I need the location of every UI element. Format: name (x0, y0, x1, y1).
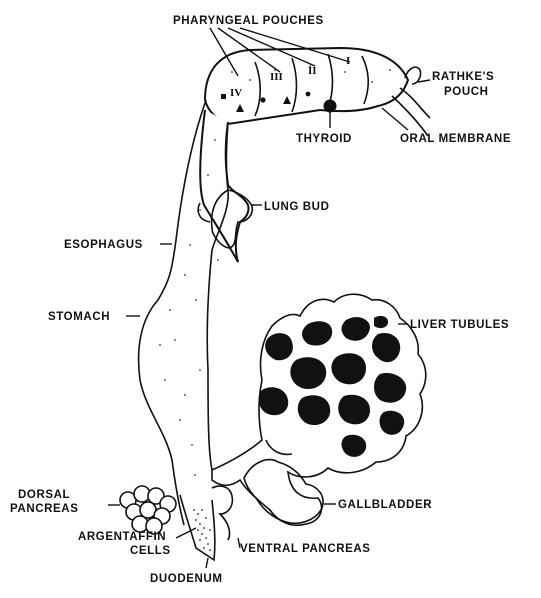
pouch-square-marker (221, 94, 226, 99)
pouch-dot-marker (260, 97, 265, 102)
label-argentaffin-2: CELLS (130, 545, 171, 557)
thyroid-shape (324, 100, 337, 113)
label-rathkes-pouch-1: RATHKE'S (432, 71, 494, 83)
pouch-numeral-iii: III (270, 71, 283, 83)
oral-membrane-line (392, 96, 428, 136)
label-argentaffin-1: ARGENTAFFIN (78, 531, 166, 543)
pouch-numeral-i: I (346, 55, 350, 67)
label-liver-tubules: LIVER TUBULES (410, 319, 509, 331)
label-thyroid: THYROID (296, 133, 352, 145)
label-pharyngeal-pouches: PHARYNGEAL POUCHES (173, 15, 324, 27)
label-ventral-pancreas: VENTRAL PANCREAS (240, 543, 371, 555)
label-lung-bud: LUNG BUD (264, 201, 330, 213)
pouch-dot-marker (306, 92, 311, 97)
label-duodenum: DUODENUM (150, 573, 223, 585)
pouch-numeral-iv: IV (230, 87, 242, 99)
gallbladder-shape (244, 460, 323, 524)
gut-tube-outline (205, 48, 408, 124)
label-oral-membrane: ORAL MEMBRANE (400, 133, 511, 145)
label-rathkes-pouch-2: POUCH (444, 86, 489, 98)
label-dorsal-pancreas-1: DORSAL (18, 489, 70, 501)
label-esophagus: ESOPHAGUS (64, 239, 143, 251)
liver-tubules (259, 316, 407, 457)
label-gallbladder: GALLBLADDER (338, 499, 432, 511)
gallbladder-duct (266, 440, 292, 454)
label-stomach: STOMACH (48, 311, 110, 323)
label-dorsal-pancreas-2: PANCREAS (10, 503, 78, 515)
stomodeum-line (400, 88, 430, 118)
dorsal-pancreas-cluster (120, 486, 176, 534)
esophagus-stomach-outline (200, 110, 248, 262)
pouch-numeral-ii: II (308, 65, 317, 77)
left-gut-wall (139, 100, 206, 525)
